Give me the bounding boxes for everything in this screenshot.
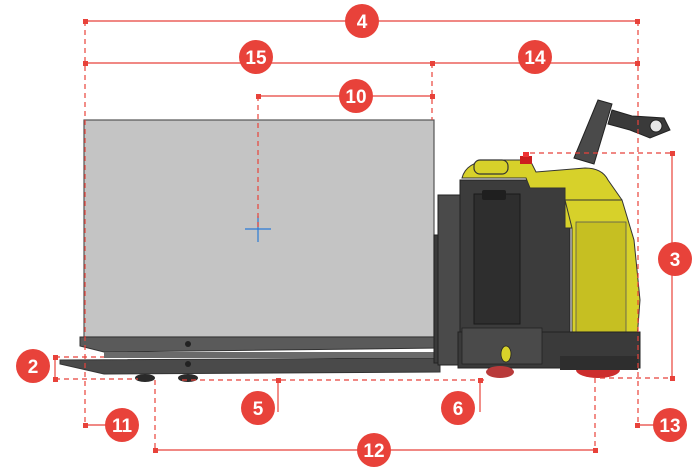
truck-body — [433, 99, 671, 378]
tiller-grip — [649, 119, 663, 133]
badge-5: 5 — [241, 391, 275, 425]
cover-handle — [473, 159, 509, 175]
stop-button-cap — [523, 152, 529, 157]
badge-11: 11 — [105, 408, 139, 442]
dimension-badges: 4 15 14 10 3 2 5 6 — [16, 4, 692, 467]
pallet-gap-board — [104, 352, 440, 358]
forks — [59, 336, 441, 382]
battery-cover — [473, 193, 521, 325]
chassis-panel — [575, 221, 627, 333]
tiller-arm — [573, 99, 613, 165]
badge-12: 12 — [357, 433, 391, 467]
key-switch — [500, 345, 512, 363]
fork-tine — [59, 357, 441, 375]
badge-2-label: 2 — [28, 357, 39, 378]
drive-cover — [560, 356, 638, 370]
badge-4: 4 — [345, 4, 379, 38]
red-stop-button-icon — [520, 156, 532, 164]
pallet-top-board — [79, 336, 441, 353]
badge-6-label: 6 — [453, 399, 464, 420]
fork-bolt-upper — [185, 341, 191, 347]
badge-4-label: 4 — [357, 12, 368, 33]
stabilizer-wheel — [486, 366, 514, 378]
badge-10: 10 — [339, 79, 373, 113]
battery-handle — [482, 190, 506, 200]
badge-11-label: 11 — [112, 416, 133, 437]
badge-2: 2 — [16, 349, 50, 383]
badge-15-label: 15 — [245, 48, 267, 69]
badge-15: 15 — [239, 40, 273, 74]
badge-5-label: 5 — [253, 399, 264, 420]
dimension-ticks — [53, 19, 675, 453]
load-wheel-rear — [178, 374, 198, 382]
badge-3-label: 3 — [670, 250, 681, 271]
badge-12-label: 12 — [363, 441, 384, 462]
badge-3: 3 — [658, 242, 692, 276]
load-wheel-front — [135, 374, 155, 382]
badge-14-label: 14 — [524, 48, 546, 69]
badge-13-label: 13 — [659, 416, 680, 437]
crosshair-icon — [245, 216, 271, 242]
badge-14: 14 — [518, 40, 552, 74]
fork-bolt-lower — [185, 361, 191, 367]
badge-10-label: 10 — [345, 87, 366, 108]
badge-13: 13 — [653, 408, 687, 442]
badge-6: 6 — [441, 391, 475, 425]
